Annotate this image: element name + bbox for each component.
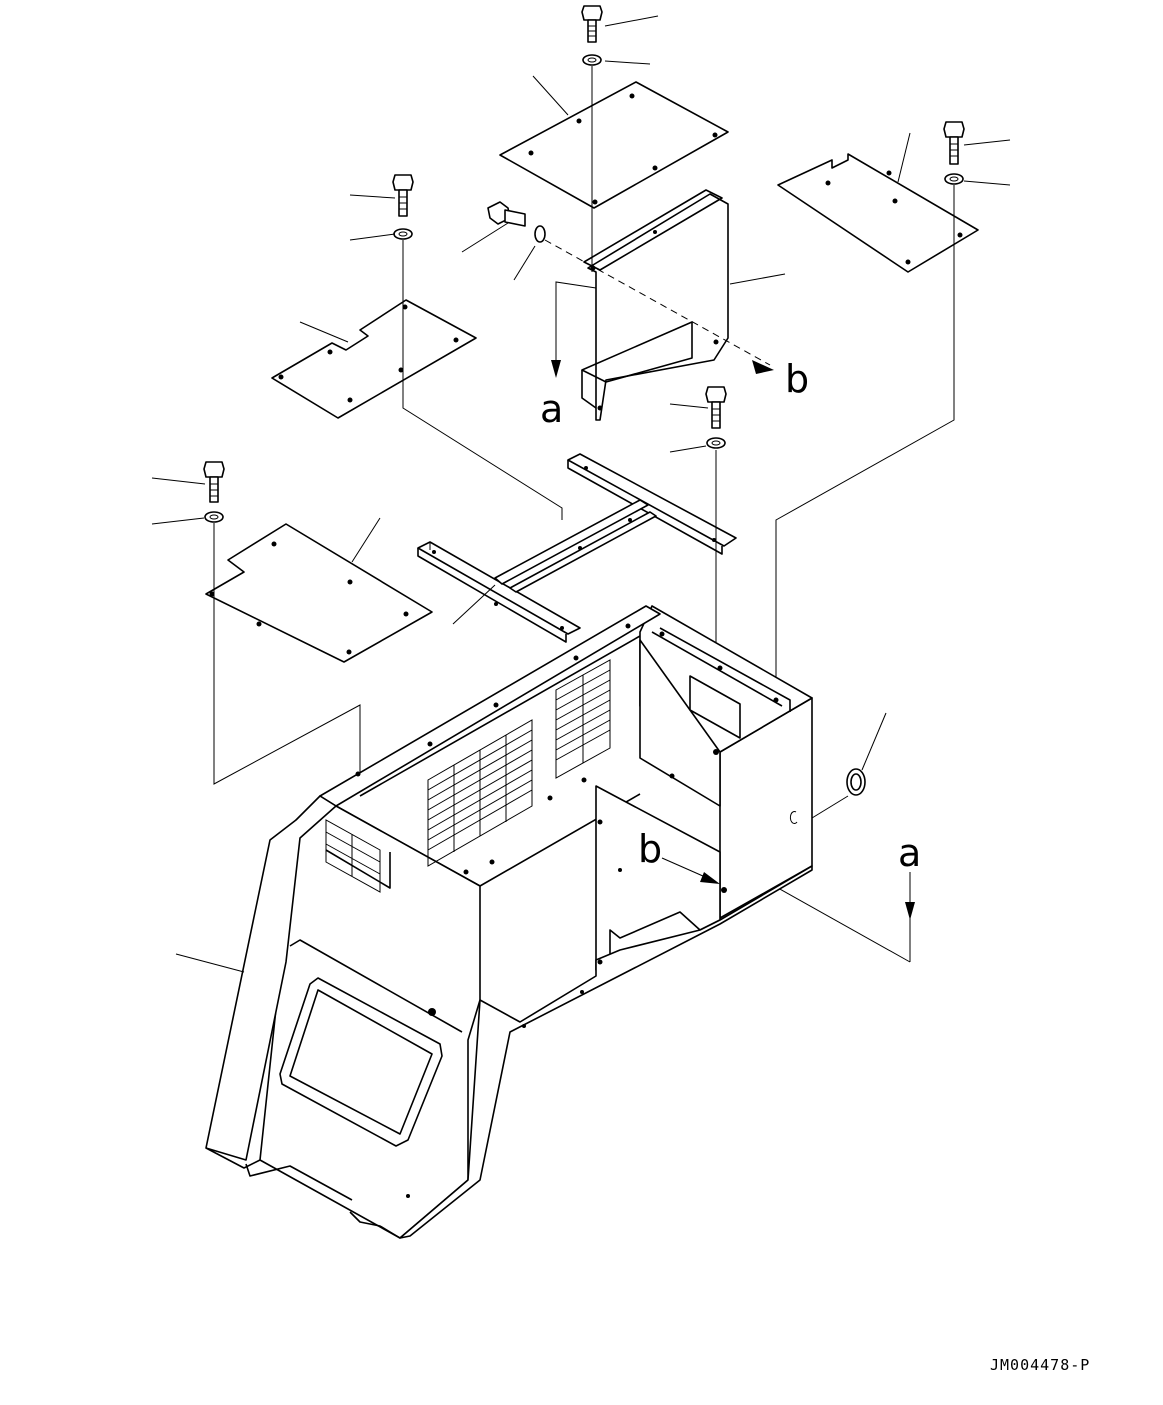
- cover-plate-top-center: [499, 81, 729, 209]
- reference-label-a-bottom: a: [898, 831, 921, 875]
- cab-housing: [205, 605, 813, 1239]
- reference-label-a-top: a: [540, 387, 563, 431]
- mounting-rail-cross: [494, 499, 657, 593]
- leader-lines-top-center: [532, 15, 659, 116]
- cover-plate-left-low: [205, 523, 433, 663]
- assembly-lines: [213, 66, 955, 963]
- drawing-code: JM004478-P: [990, 1356, 1090, 1374]
- mounting-rail-right: [567, 453, 737, 555]
- bolt-right-mid: [705, 386, 727, 429]
- leader-lines-right-mid: [669, 403, 709, 453]
- reference-label-b-bottom: b: [638, 827, 662, 871]
- ventilation-grille-front: [325, 819, 381, 893]
- leader-lines-left-low: [151, 477, 381, 563]
- arrow-b-bottom: [661, 857, 720, 884]
- bolt-left-mid: [392, 174, 414, 217]
- leader-lines-left-mid: [299, 194, 396, 343]
- bolt-top-center: [581, 5, 603, 43]
- leader-line-rail: [452, 584, 496, 625]
- cover-plate-top-right: [777, 153, 979, 273]
- cover-plate-left-mid: [271, 299, 477, 419]
- ventilation-grille-right: [555, 659, 611, 779]
- washer-side-bracket: [534, 225, 546, 243]
- grommet: [846, 768, 866, 796]
- leader-line-housing: [175, 953, 245, 973]
- bolt-left-low: [203, 461, 225, 503]
- leader-lines-bracket: [461, 222, 786, 366]
- washer-top-right: [944, 173, 964, 185]
- ventilation-grille-left: [427, 719, 533, 867]
- mounting-rail-left: [417, 541, 581, 643]
- washer-top-center: [582, 54, 602, 66]
- washer-right-mid: [706, 437, 726, 449]
- bolt-top-right: [943, 121, 965, 165]
- side-bracket: [581, 189, 729, 421]
- arrow-a-bottom: [905, 872, 915, 962]
- leader-lines-top-right: [897, 132, 1011, 186]
- arrow-b-top: [752, 360, 774, 374]
- washer-left-mid: [393, 228, 413, 240]
- washer-left-low: [204, 511, 224, 523]
- arrow-a-top: [551, 281, 597, 378]
- bolt-side-bracket: [487, 201, 526, 227]
- reference-label-b-top: b: [785, 357, 809, 401]
